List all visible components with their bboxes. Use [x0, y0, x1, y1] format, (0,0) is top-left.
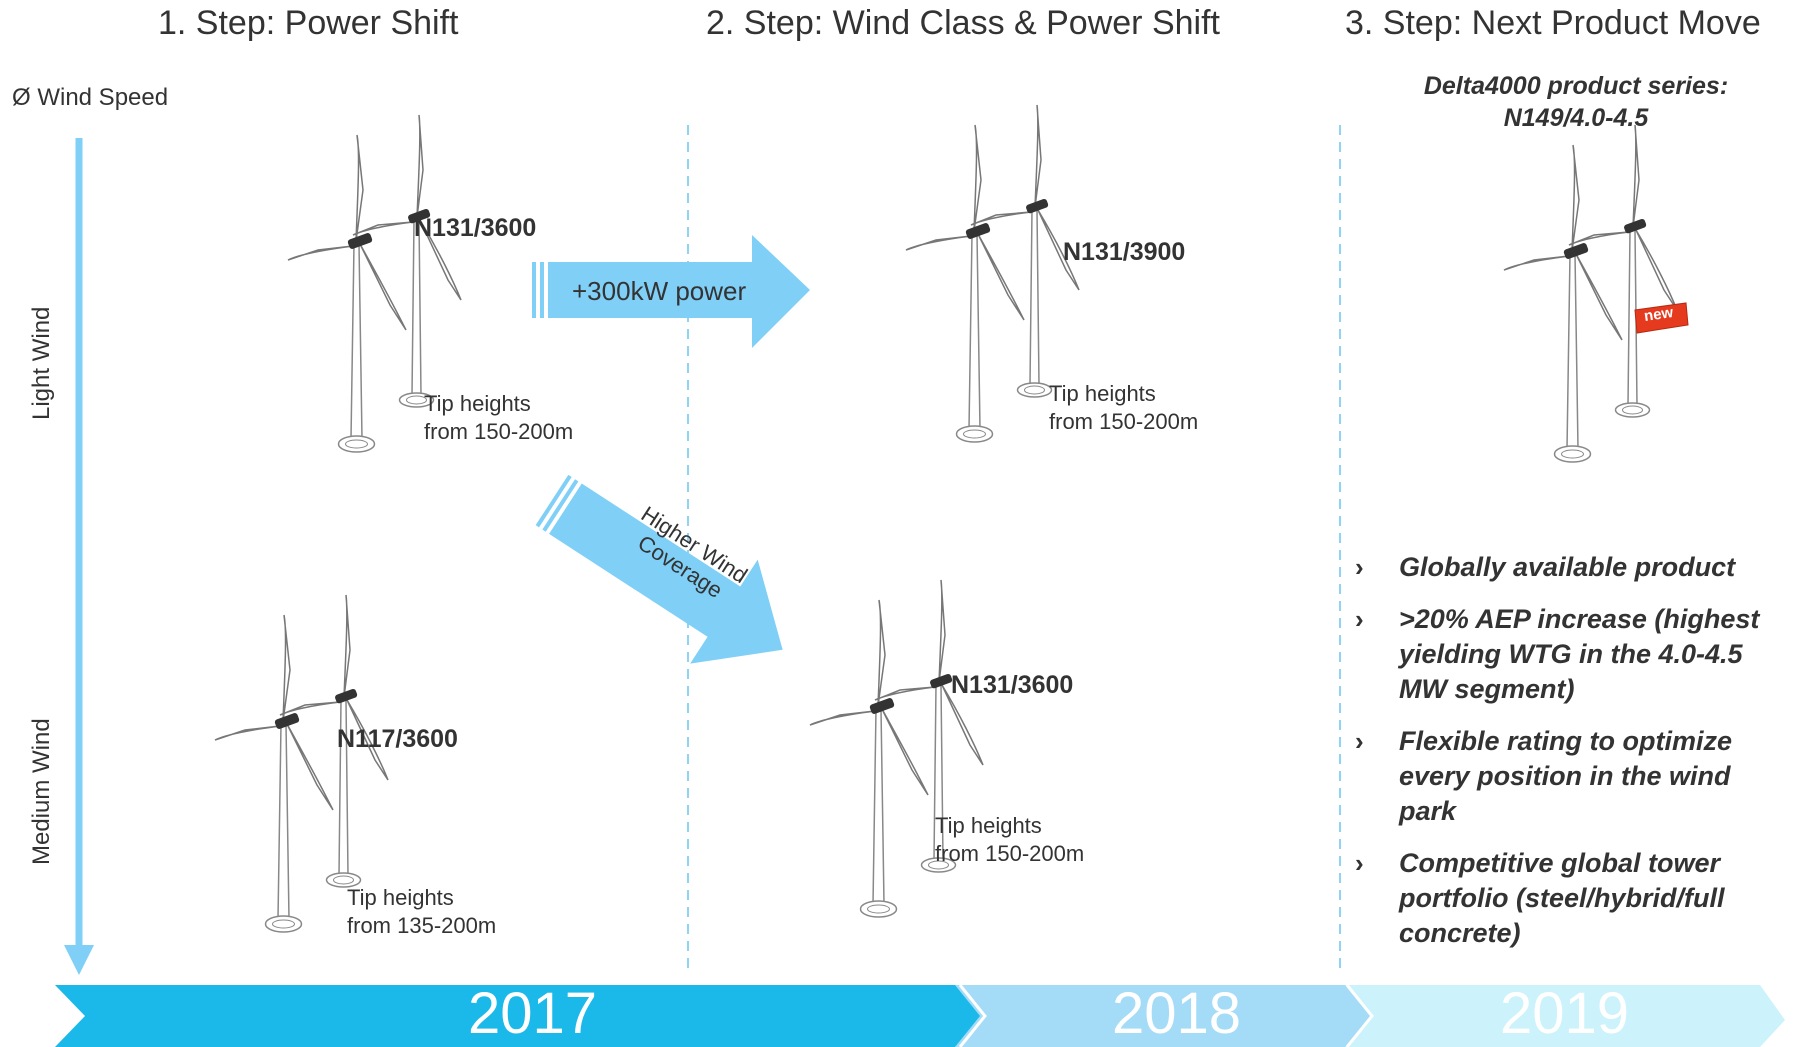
power-arrow: [532, 235, 810, 348]
model-label-n117-3600: N117/3600: [337, 725, 458, 753]
new-badge-icon: [1634, 302, 1689, 334]
chevron-right-icon: ›: [1355, 848, 1364, 878]
tip-heights-n117-3600: Tip heights from 135-200m: [347, 884, 567, 940]
model-label-n131-3900: N131/3900: [1063, 238, 1186, 266]
tip-line-1: Tip heights: [347, 885, 454, 910]
step-1-title: 1. Step: Power Shift: [158, 4, 459, 42]
bullet-item: ›Competitive global tower portfolio (ste…: [1355, 848, 1725, 948]
tip-heights-n131-3600-medium: Tip heights from 150-200m: [935, 812, 1155, 868]
tip-line-1: Tip heights: [1049, 381, 1156, 406]
step-3-title: 3. Step: Next Product Move: [1345, 4, 1761, 42]
tip-line-2: from 135-200m: [347, 913, 497, 938]
tip-line-2: from 150-200m: [424, 419, 574, 444]
tip-heights-n131-3900: Tip heights from 150-200m: [1049, 380, 1269, 436]
light-wind-label: Light Wind: [28, 306, 55, 420]
tip-line-2: from 150-200m: [1049, 409, 1199, 434]
power-arrow-label: +300kW power: [572, 276, 747, 306]
model-label-n131-3600-medium: N131/3600: [951, 671, 1074, 699]
product-series-line-2: N149/4.0-4.5: [1503, 104, 1649, 132]
bullet-item: ›Flexible rating to optimize every posit…: [1355, 726, 1733, 826]
step-2-title: 2. Step: Wind Class & Power Shift: [706, 4, 1220, 42]
timeline-year-2017: 2017: [468, 981, 598, 1046]
chevron-right-icon: ›: [1355, 726, 1364, 756]
wind-speed-label: Ø Wind Speed: [12, 84, 169, 111]
timeline-segment-2017: [55, 985, 980, 1047]
bullet-item: ›Globally available product: [1355, 550, 1795, 585]
timeline-segment-2018: [955, 985, 1370, 1047]
bullet-item: ›>20% AEP increase (highest yielding WTG…: [1355, 604, 1760, 704]
turbine-n117-3600: [214, 594, 389, 933]
turbine-n149: [1503, 124, 1678, 463]
tip-line-1: Tip heights: [424, 391, 531, 416]
chevron-right-icon: ›: [1355, 604, 1364, 634]
tip-heights-n131-3600-light: Tip heights from 150-200m: [424, 390, 644, 446]
timeline-year-2018: 2018: [1112, 981, 1242, 1046]
product-series-line-1: Delta4000 product series:: [1423, 72, 1729, 100]
medium-wind-label: Medium Wind: [28, 718, 55, 865]
tip-line-2: from 150-200m: [935, 841, 1085, 866]
product-series-title: Delta4000 product series: N149/4.0-4.5: [1366, 70, 1786, 134]
timeline-segment-2019: [1340, 985, 1785, 1047]
model-label-n131-3600-light: N131/3600: [414, 214, 537, 242]
chevron-right-icon: ›: [1355, 552, 1364, 582]
tip-line-1: Tip heights: [935, 813, 1042, 838]
wind-coverage-arrow: [535, 474, 783, 664]
timeline-year-2019: 2019: [1500, 981, 1630, 1046]
product-bullet-list: ›Globally available product ›>20% AEP in…: [1355, 550, 1795, 968]
